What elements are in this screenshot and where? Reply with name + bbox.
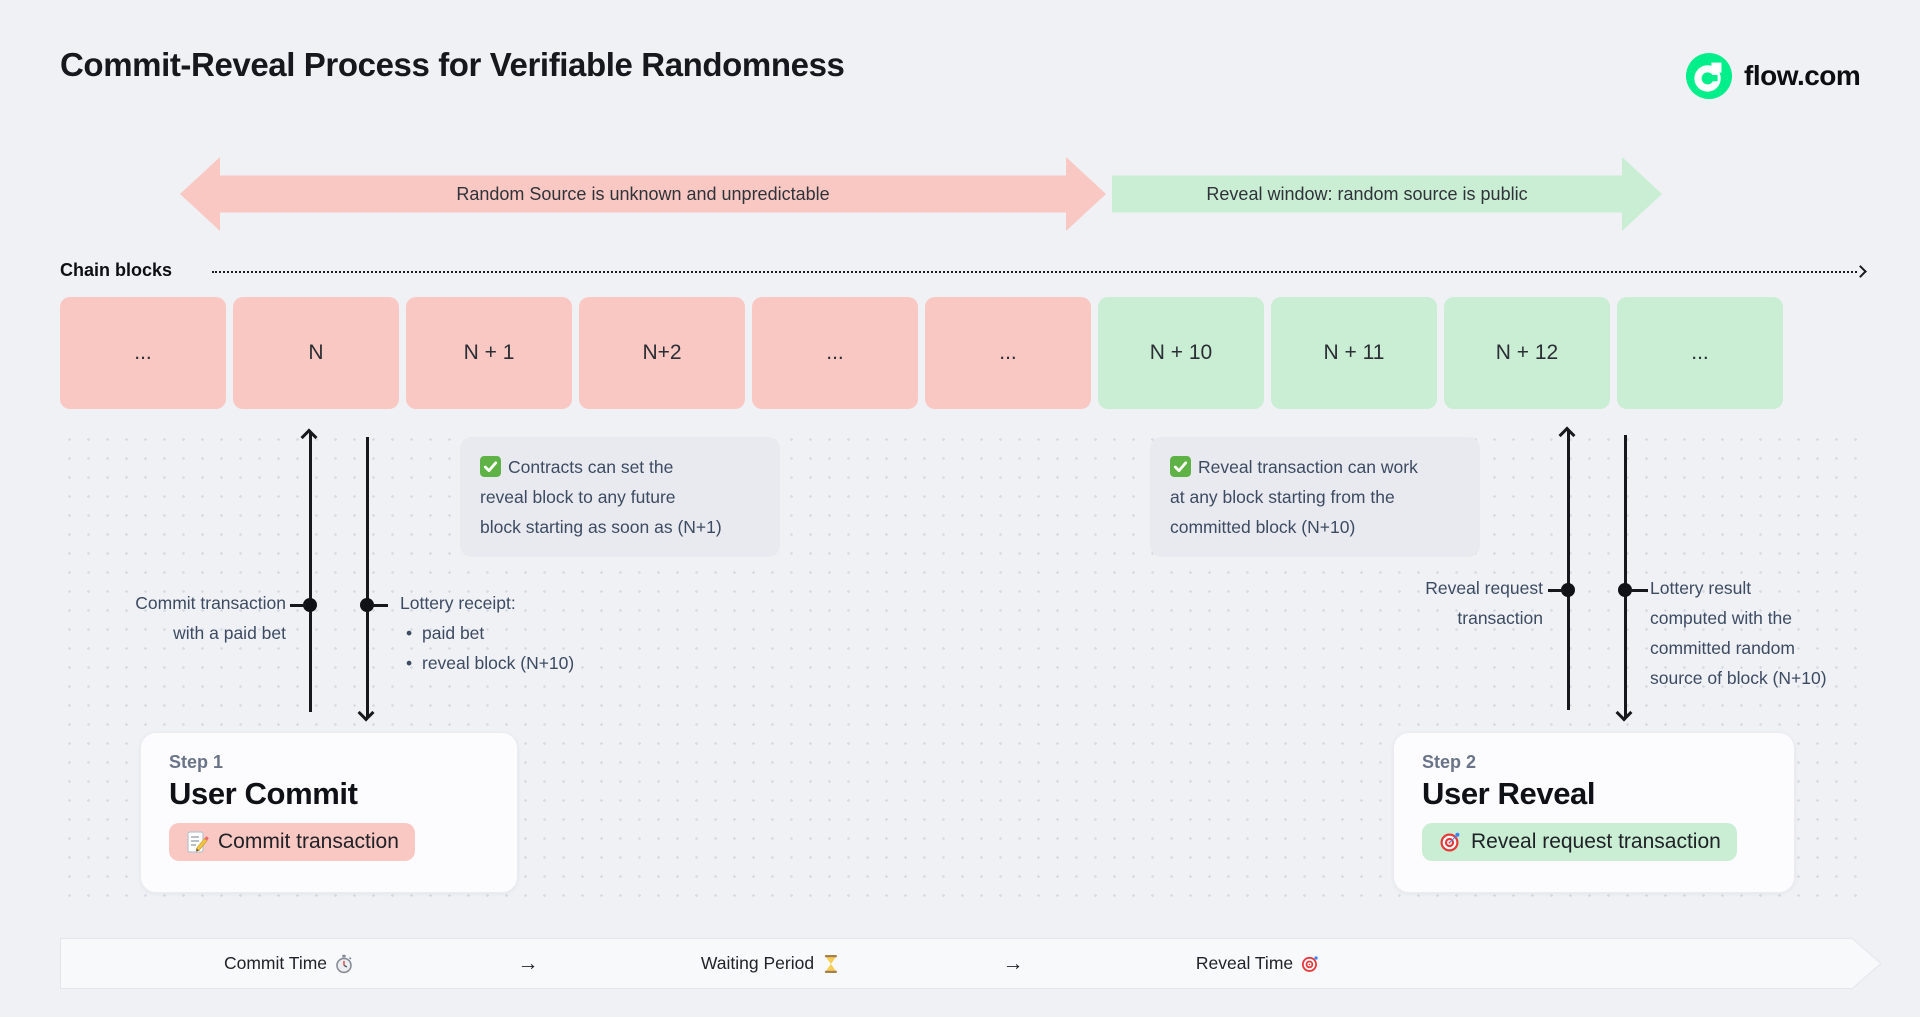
timeline-bar: Commit Time → Waiting Period	[60, 938, 1852, 989]
chain-block: N+2	[579, 297, 745, 409]
label-line: Commit transaction	[135, 593, 286, 613]
chain-blocks-row: ... N N + 1 N+2 ... ... N + 10 N + 11 N …	[60, 297, 1783, 409]
flow-logo-icon	[1686, 53, 1732, 99]
note-text: Reveal transaction can work	[1198, 457, 1418, 477]
label-line: Reveal request	[1425, 578, 1543, 598]
phase-arrow-unknown: Random Source is unknown and unpredictab…	[180, 157, 1106, 231]
note-line: block starting as soon as (N+1)	[480, 517, 722, 537]
phase-arrow-reveal: Reveal window: random source is public	[1112, 157, 1662, 231]
arrow-right-icon: →	[517, 951, 539, 975]
step1-card: Step 1 User Commit Commit transaction	[140, 732, 518, 893]
receipt-node-dot	[360, 598, 374, 612]
reveal-node-dot	[1561, 583, 1575, 597]
label-line: Lottery receipt:	[400, 593, 516, 613]
hourglass-icon	[821, 954, 841, 974]
label-line: transaction	[1457, 608, 1543, 628]
chain-block-label: ...	[1691, 341, 1709, 364]
step2-eyebrow: Step 2	[1422, 752, 1477, 772]
stopwatch-icon	[334, 954, 354, 974]
page-title: Commit-Reveal Process for Verifiable Ran…	[60, 46, 845, 83]
chain-timeline-arrowhead-icon	[1854, 264, 1867, 278]
commit-transaction-label: Commit transaction with a paid bet	[86, 588, 286, 648]
connector-line	[372, 604, 388, 607]
commit-node-dot	[303, 598, 317, 612]
chain-block: ...	[60, 297, 226, 409]
step1-pill: Commit transaction	[169, 823, 415, 861]
chain-block: N + 10	[1098, 297, 1264, 409]
timeline-arrow: →	[518, 939, 539, 988]
label-line: committed random	[1650, 638, 1795, 658]
chain-block-label: N + 12	[1495, 341, 1559, 364]
label-line: with a paid bet	[173, 623, 286, 643]
connector-line	[1630, 589, 1648, 592]
chain-block: N + 12	[1444, 297, 1610, 409]
phase-arrow-reveal-label: Reveal window: random source is public	[1206, 183, 1528, 204]
phase-arrow-unknown-label: Random Source is unknown and unpredictab…	[456, 183, 830, 204]
chain-block-label: ...	[134, 341, 152, 364]
chain-block-label: N	[308, 341, 324, 364]
timeline-end-chevron-icon	[1851, 937, 1883, 990]
timeline-reveal-time: Reveal Time	[1196, 939, 1320, 988]
step1-title: User Commit	[169, 776, 358, 811]
check-icon	[1170, 456, 1191, 477]
reveal-up-arrow	[1558, 426, 1575, 710]
arrow-right-icon: →	[1002, 951, 1024, 975]
chain-block-label: N + 1	[463, 341, 515, 364]
chain-block-label: N+2	[642, 341, 682, 364]
result-down-arrow	[1615, 435, 1632, 722]
chain-blocks-label: Chain blocks	[60, 260, 173, 280]
timeline-label: Reveal Time	[1195, 953, 1294, 973]
note-line: Contracts can set the	[480, 452, 760, 482]
note-line: Reveal transaction can work	[1170, 452, 1460, 482]
timeline-arrow: →	[1003, 939, 1024, 988]
timeline-label: Waiting Period	[700, 953, 815, 973]
timeline-waiting-period: Waiting Period	[701, 939, 841, 988]
label-line: source of block (N+10)	[1650, 668, 1827, 688]
brand-label: flow.com	[1744, 60, 1861, 91]
lottery-result-label: Lottery result computed with the committ…	[1650, 573, 1860, 693]
check-icon	[480, 456, 501, 477]
commit-up-arrow	[300, 428, 317, 712]
label-line: Lottery result	[1650, 578, 1752, 598]
note-line: reveal block to any future	[480, 487, 676, 507]
chain-timeline-dotted-line	[212, 271, 1857, 273]
memo-icon	[185, 830, 209, 854]
label-line: computed with the	[1650, 608, 1793, 628]
chain-block-label: N + 11	[1323, 341, 1385, 364]
note-reveal-window: Reveal transaction can work at any block…	[1150, 437, 1480, 557]
step2-pill: Reveal request transaction	[1422, 823, 1737, 861]
step1-pill-label: Commit transaction	[218, 830, 399, 853]
chain-block-label: ...	[826, 341, 844, 364]
step2-title: User Reveal	[1422, 776, 1596, 811]
step1-eyebrow: Step 1	[169, 752, 224, 772]
step2-card: Step 2 User Reveal Reveal request transa…	[1393, 732, 1795, 893]
chain-block: ...	[752, 297, 918, 409]
lottery-receipt-label: Lottery receipt: paid bet reveal block (…	[400, 588, 630, 678]
receipt-down-arrow	[357, 437, 374, 722]
note-line: committed block (N+10)	[1170, 517, 1356, 537]
connector-line	[1548, 589, 1564, 592]
target-icon	[1300, 954, 1320, 974]
step2-pill-label: Reveal request transaction	[1471, 830, 1721, 853]
chain-block-label: ...	[999, 341, 1017, 364]
bullet-item: paid bet	[400, 618, 630, 648]
target-icon	[1438, 830, 1462, 854]
timeline-label: Commit Time	[223, 953, 328, 973]
chain-block: ...	[1617, 297, 1783, 409]
result-node-dot	[1618, 583, 1632, 597]
bullet-item: reveal block (N+10)	[400, 648, 630, 678]
chain-block: ...	[925, 297, 1091, 409]
note-line: at any block starting from the	[1170, 487, 1395, 507]
note-commit-window: Contracts can set the reveal block to an…	[460, 437, 780, 557]
flow-brand-link[interactable]: flow.com	[1686, 53, 1861, 99]
chain-block: N	[233, 297, 399, 409]
connector-line	[290, 604, 306, 607]
timeline-commit-time: Commit Time	[224, 939, 354, 988]
reveal-request-label: Reveal request transaction	[1375, 573, 1543, 633]
chain-block: N + 11	[1271, 297, 1437, 409]
chain-block-label: N + 10	[1149, 341, 1213, 364]
note-text: Contracts can set the	[508, 457, 674, 477]
chain-block: N + 1	[406, 297, 572, 409]
